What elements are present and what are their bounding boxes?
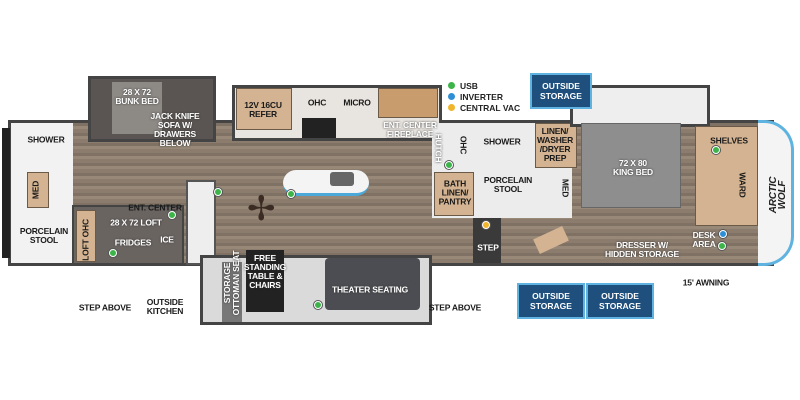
ent-center-fireplace-label: ENT. CENTER FIREPLACE: [383, 120, 437, 139]
loft-ent-center-label: ENT. CENTER: [128, 202, 182, 213]
linen-washer-label: LINEN/ WASHER /DRYER PREP: [536, 126, 574, 163]
legend-item-usb: USB: [448, 80, 520, 91]
outside-storage-badge: OUTSIDE STORAGE: [517, 283, 585, 319]
step-above-mid-label: STEP ABOVE: [428, 302, 482, 313]
usb-icon: [168, 211, 176, 219]
front-med-label: MED: [560, 178, 571, 198]
step-above-left-label: STEP ABOVE: [78, 302, 132, 313]
legend-label: USB: [460, 80, 478, 91]
usb-icon: [718, 242, 726, 250]
rear-med-label: MED: [30, 180, 41, 200]
wardrobe: [695, 126, 758, 226]
sofa-label: JACK KNIFE SOFA W/ DRAWERS BELOW: [150, 111, 200, 148]
legend-label: CENTRAL VAC: [460, 102, 521, 113]
loft-ohc-label: LOFT OHC: [80, 219, 91, 261]
usb-icon: [109, 249, 117, 257]
legend-label: INVERTER: [460, 91, 503, 102]
hutch-label: HUTCH: [433, 133, 444, 163]
front-stool-label: PORCELAIN STOOL: [483, 175, 533, 194]
outside-storage-badge: OUTSIDE STORAGE: [530, 73, 592, 109]
fireplace-cabinet: [378, 88, 438, 118]
bath-linen-label: BATH LINEN/ PANTRY: [438, 178, 472, 207]
dresser-label: DRESSER W/ HIDDEN STORAGE: [604, 240, 680, 259]
central-vac-icon: [482, 221, 490, 229]
loft-ohc-cabinet: [76, 210, 96, 262]
outside-storage-badge: OUTSIDE STORAGE: [586, 283, 654, 319]
usb-icon: [287, 190, 295, 198]
usb-icon: [314, 301, 322, 309]
bunk-mattress: [112, 82, 162, 134]
rear-vanity: [27, 172, 49, 208]
rear-wall: [2, 128, 10, 258]
inverter-icon: [719, 230, 727, 238]
loft-label: 28 X 72 LOFT: [110, 217, 162, 228]
storage-ottoman: [222, 262, 242, 322]
arctic-wolf-logo: ARCTIC WOLF: [768, 176, 788, 214]
step-label: STEP: [477, 242, 499, 253]
theater-seating-shape: [325, 258, 420, 310]
bunk-bed-label: 28 X 72 BUNK BED: [115, 87, 159, 106]
king-bed-label: 72 X 80 KING BED: [613, 158, 653, 177]
inverter-dot-icon: [448, 93, 455, 100]
desk-area-label: DESK AREA: [692, 230, 716, 249]
stove: [302, 118, 336, 138]
usb-dot-icon: [448, 82, 455, 89]
bath-linen-cabinet: [434, 172, 474, 216]
ice-label: ICE: [160, 234, 174, 245]
central-vac-dot-icon: [448, 104, 455, 111]
legend-item-central-vac: CENTRAL VAC: [448, 102, 520, 113]
entry-wall: [186, 180, 216, 265]
theater-seating-label: THEATER SEATING: [331, 284, 409, 295]
linen-washer-cabinet: [535, 123, 577, 168]
usb-icon: [445, 161, 453, 169]
king-bed-shape: [581, 123, 681, 208]
legend: USB INVERTER CENTRAL VAC: [448, 80, 520, 113]
legend-item-inverter: INVERTER: [448, 91, 520, 102]
island: [283, 170, 369, 196]
micro-label: MICRO: [343, 97, 371, 108]
storage-ottoman-label: STORAGE OTTOMAN SEAT: [222, 250, 241, 316]
refer-cabinet: [236, 88, 292, 130]
shelves-label: SHELVES: [710, 135, 748, 146]
usb-icon: [712, 146, 720, 154]
kitchen-ohc-label: OHC: [307, 97, 327, 108]
rear-stool-label: PORCELAIN STOOL: [19, 226, 69, 245]
awning-label: 15' AWNING: [682, 277, 730, 288]
bath-ohc-label: OHC: [458, 135, 469, 155]
ceiling-fan-icon: ✢: [247, 190, 276, 228]
island-sink: [330, 172, 354, 186]
outside-kitchen-label: OUTSIDE KITCHEN: [146, 297, 184, 316]
table-chairs-label: FREE STANDING TABLE & CHAIRS: [243, 253, 287, 290]
refer-label: 12V 16CU REFER: [244, 100, 282, 119]
ward-label: WARD: [737, 172, 748, 198]
rear-shower-label: SHOWER: [27, 134, 65, 145]
table: [246, 250, 284, 312]
fridges-label: FRIDGES: [114, 237, 152, 248]
usb-icon: [214, 188, 222, 196]
front-shower-label: SHOWER: [483, 136, 521, 147]
